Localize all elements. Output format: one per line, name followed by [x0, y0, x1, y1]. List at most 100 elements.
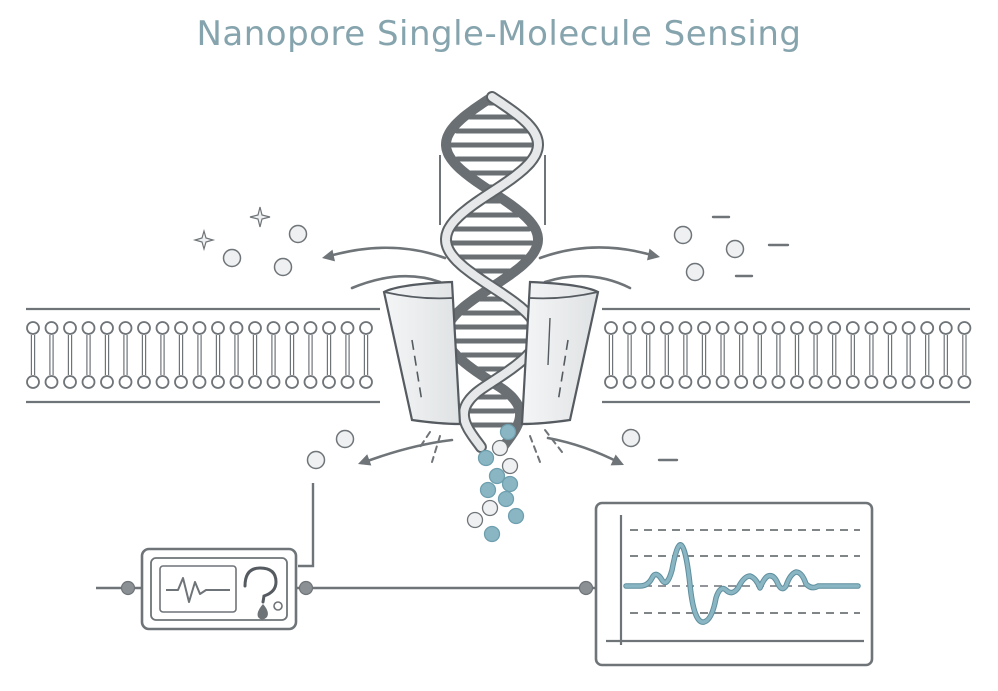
flow-arrow — [538, 246, 657, 260]
lipid-head-bottom — [63, 375, 77, 389]
lipid-head-top — [901, 321, 916, 335]
flow-arrow — [546, 436, 622, 465]
flow-dash — [544, 429, 563, 453]
arrow-head — [322, 249, 335, 262]
flow-arrow — [360, 438, 454, 465]
lipid-head-top — [771, 321, 786, 335]
electrode-wire — [298, 483, 315, 568]
lipid-head-bottom — [100, 375, 114, 389]
lipid-head-bottom — [211, 375, 225, 389]
lipid-head-bottom — [266, 375, 281, 389]
ion-sphere — [335, 429, 355, 449]
translocated-nucleotides — [466, 423, 525, 543]
lipid-head-top — [44, 321, 59, 335]
lipid-head-top — [118, 321, 133, 335]
lipid-head-top — [174, 321, 188, 335]
lipid-head-bottom — [303, 375, 318, 389]
lipid-head-top — [845, 321, 860, 335]
lipid-head-top — [266, 321, 281, 335]
lipid-head-bottom — [734, 375, 749, 389]
lipid-head-bottom — [883, 375, 897, 389]
lipid-head-top — [192, 321, 207, 335]
lipid-head-bottom — [808, 375, 823, 389]
dna-strand-dark — [440, 92, 544, 452]
arrow-head — [647, 248, 660, 261]
lipid-head-top — [26, 321, 40, 335]
lipid-head-bottom — [322, 375, 336, 389]
ion-sphere — [725, 239, 745, 259]
nucleotide-bead — [479, 481, 497, 499]
lipid-head-top — [100, 321, 114, 335]
lipid-head-bottom — [901, 375, 916, 389]
amplifier-inner-frame — [150, 557, 288, 621]
nanopore-channel-icon — [382, 280, 600, 426]
nucleotide-bead — [481, 499, 499, 517]
flow-arrow — [324, 246, 447, 260]
lipid-head-top — [303, 321, 318, 335]
question-mark-icon — [243, 566, 278, 604]
lipid-head-bottom — [715, 375, 730, 389]
lipid-head-bottom — [752, 375, 767, 389]
lipid-head-bottom — [248, 375, 262, 389]
plus-ion-shape — [249, 206, 271, 228]
pore-detail — [411, 339, 423, 403]
lipid-head-bottom — [790, 375, 804, 389]
nucleotide-bead — [501, 475, 519, 493]
lipid-head-bottom — [44, 375, 59, 389]
lipid-head-top — [81, 321, 96, 335]
lipid-head-top — [808, 321, 823, 335]
lipid-head-bottom — [622, 375, 637, 389]
lipid-head-bottom — [827, 375, 842, 389]
lipid-head-top — [604, 321, 618, 335]
wire-node — [298, 580, 314, 596]
nucleotide-bead — [477, 449, 495, 467]
nucleotide-bead — [497, 490, 515, 508]
lipid-head-bottom — [285, 375, 299, 389]
plus-ion-shape — [192, 228, 216, 252]
lipid-head-bottom — [920, 375, 935, 389]
arrow-head — [358, 454, 372, 466]
lipid-head-top — [659, 321, 674, 335]
lipid-head-top — [622, 321, 637, 335]
lipid-head-top — [827, 321, 842, 335]
plus-ion-icon — [192, 228, 216, 252]
nucleotide-bead — [488, 467, 506, 485]
flow-dash — [431, 435, 441, 463]
ion-sphere — [673, 225, 693, 245]
ion-sphere — [621, 428, 641, 448]
lipid-head-bottom — [604, 375, 618, 389]
lipid-head-top — [229, 321, 244, 335]
lipid-head-bottom — [771, 375, 786, 389]
nucleotide-bead — [501, 457, 519, 475]
lipid-head-top — [864, 321, 879, 335]
dna-strand-light — [441, 93, 543, 451]
lipid-head-top — [957, 321, 972, 335]
lipid-head-bottom — [229, 375, 244, 389]
arrow-head — [610, 454, 624, 466]
pore-detail — [547, 317, 551, 366]
nucleotide-bead — [507, 507, 525, 525]
nucleotide-bead — [466, 511, 484, 529]
wire-node — [578, 580, 594, 596]
lipid-head-top — [920, 321, 935, 335]
lipid-head-top — [248, 321, 262, 335]
pore-rim-left — [383, 291, 453, 300]
lipid-head-top — [285, 321, 299, 335]
ion-flow-arrows — [322, 246, 660, 466]
flow-arrow — [350, 274, 442, 290]
lipid-head-top — [752, 321, 767, 335]
lipid-head-bottom — [359, 375, 373, 389]
amplifier-screen — [159, 565, 237, 613]
lipid-head-top — [734, 321, 749, 335]
pore-wall-right — [520, 280, 600, 426]
lipid-head-bottom — [192, 375, 207, 389]
lipid-head-bottom — [118, 375, 133, 389]
drop-icon — [257, 604, 268, 620]
lipid-head-top — [883, 321, 897, 335]
lipid-head-top — [137, 321, 151, 335]
pore-detail — [557, 339, 569, 403]
ion-sphere — [306, 450, 326, 470]
ion-sphere — [273, 257, 293, 277]
flow-dash — [417, 431, 431, 451]
lipid-head-bottom — [174, 375, 188, 389]
